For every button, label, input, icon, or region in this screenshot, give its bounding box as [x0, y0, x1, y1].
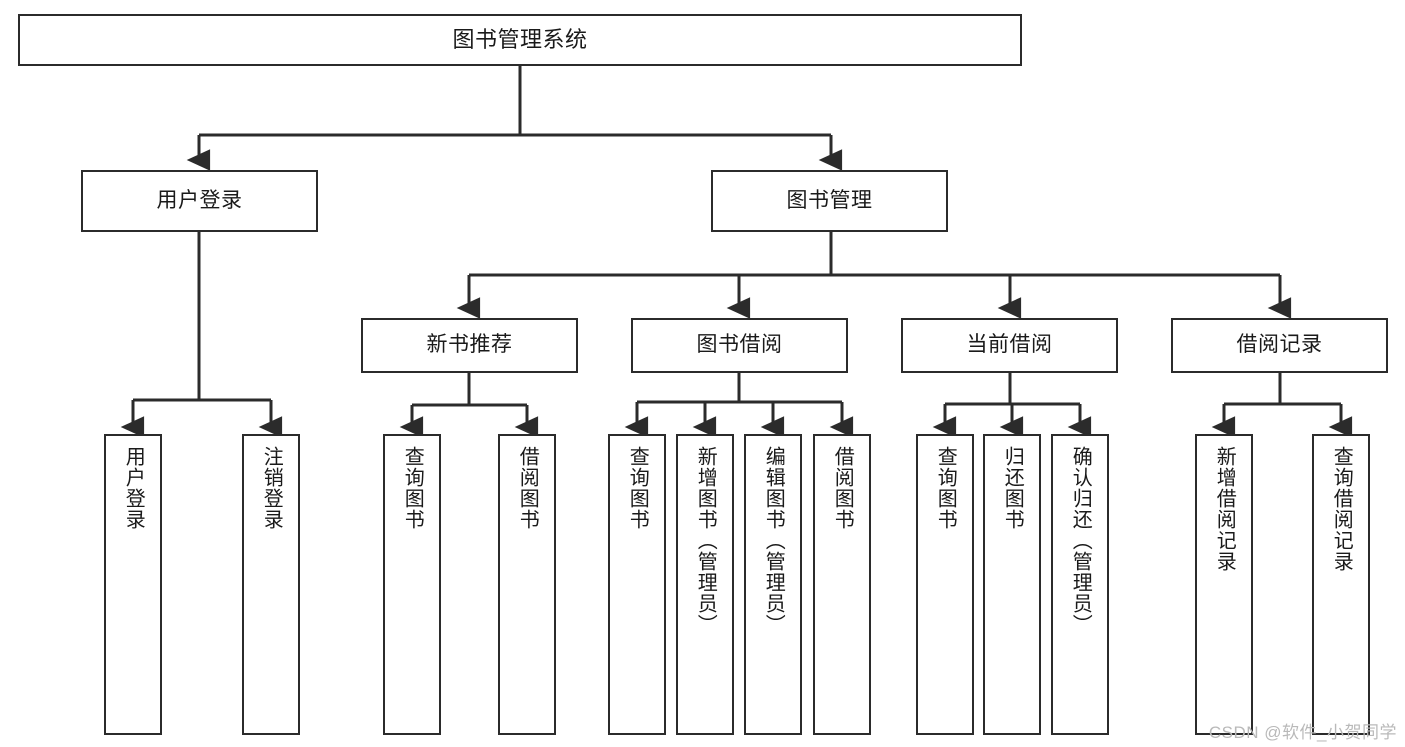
- leaf-current-query-book[interactable]: 查询图书: [916, 434, 974, 735]
- node-borrow-record-label: 借阅记录: [1236, 333, 1323, 357]
- leaf-label: 确认归还（管理员）: [1069, 446, 1092, 635]
- node-new-book-recommend-label: 新书推荐: [426, 333, 513, 357]
- leaf-label: 查询借阅记录: [1330, 446, 1353, 572]
- leaf-record-add[interactable]: 新增借阅记录: [1195, 434, 1253, 735]
- leaf-label: 编辑图书（管理员）: [762, 446, 785, 635]
- leaf-borrow-borrow-book[interactable]: 借阅图书: [813, 434, 871, 735]
- leaf-label: 查询图书: [626, 446, 649, 530]
- leaf-label: 注销登录: [260, 446, 283, 530]
- leaf-label: 新增图书（管理员）: [694, 446, 717, 635]
- leaf-new-book-borrow[interactable]: 借阅图书: [498, 434, 556, 735]
- leaf-user-login-signout[interactable]: 注销登录: [242, 434, 300, 735]
- leaf-borrow-edit-book[interactable]: 编辑图书（管理员）: [744, 434, 802, 735]
- node-borrow-record[interactable]: 借阅记录: [1171, 318, 1388, 373]
- leaf-label: 查询图书: [934, 446, 957, 530]
- node-root-label: 图书管理系统: [452, 26, 588, 52]
- node-current-borrow-label: 当前借阅: [966, 333, 1053, 357]
- leaf-current-return-book[interactable]: 归还图书: [983, 434, 1041, 735]
- leaf-borrow-query-book[interactable]: 查询图书: [608, 434, 666, 735]
- node-new-book-recommend[interactable]: 新书推荐: [361, 318, 578, 373]
- leaf-label: 借阅图书: [831, 446, 854, 530]
- node-book-borrow-label: 图书借阅: [696, 333, 783, 357]
- leaf-new-book-query[interactable]: 查询图书: [383, 434, 441, 735]
- node-current-borrow[interactable]: 当前借阅: [901, 318, 1118, 373]
- leaf-record-query[interactable]: 查询借阅记录: [1312, 434, 1370, 735]
- leaf-label: 借阅图书: [516, 446, 539, 530]
- node-book-management-label: 图书管理: [786, 188, 873, 212]
- leaf-borrow-add-book[interactable]: 新增图书（管理员）: [676, 434, 734, 735]
- node-root[interactable]: 图书管理系统: [18, 14, 1022, 66]
- leaf-label: 查询图书: [401, 446, 424, 530]
- node-book-management[interactable]: 图书管理: [711, 170, 948, 232]
- leaf-user-login-signin[interactable]: 用户登录: [104, 434, 162, 735]
- node-user-login[interactable]: 用户登录: [81, 170, 318, 232]
- leaf-current-confirm-return[interactable]: 确认归还（管理员）: [1051, 434, 1109, 735]
- node-user-login-label: 用户登录: [156, 188, 243, 212]
- node-book-borrow[interactable]: 图书借阅: [631, 318, 848, 373]
- leaf-label: 归还图书: [1001, 446, 1024, 530]
- leaf-label: 新增借阅记录: [1213, 446, 1236, 572]
- leaf-label: 用户登录: [122, 446, 145, 530]
